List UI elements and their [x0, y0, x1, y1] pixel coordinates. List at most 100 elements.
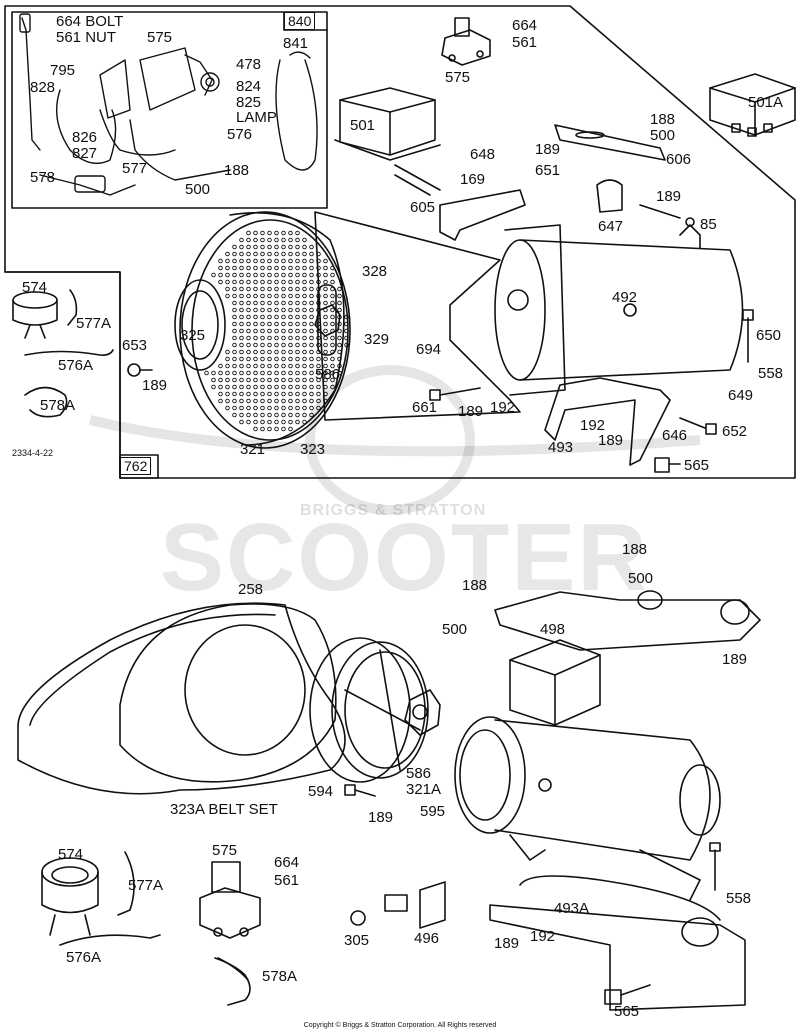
callout-605: 605 [410, 199, 436, 216]
callout-576a-top: 576A [58, 357, 94, 374]
callout-664-bolt: 664 BOLT [56, 13, 124, 30]
callout-646: 646 [662, 427, 688, 444]
callout-653: 653 [122, 337, 148, 354]
callout-574-top: 574 [22, 279, 48, 296]
meter-574-bottom [41, 857, 99, 936]
callout-694: 694 [416, 341, 442, 358]
callout-648: 648 [470, 146, 496, 163]
callout-651: 651 [535, 162, 561, 179]
callout-189-bottom-c: 189 [494, 935, 520, 952]
callout-561-nut: 561 NUT [56, 29, 117, 46]
callout-329: 329 [364, 331, 390, 348]
callout-825: 825 [236, 94, 262, 111]
callout-661: 661 [412, 399, 438, 416]
meter-box-outline [4, 271, 121, 479]
callout-500-inset: 500 [185, 181, 211, 198]
callout-586-bottom: 586 [406, 765, 432, 782]
callout-841: 841 [283, 35, 309, 52]
callout-795: 795 [50, 62, 76, 79]
generator-595 [454, 716, 721, 901]
belt-guard-258 [119, 603, 337, 783]
switch-575-bottom [199, 861, 261, 939]
callout-594: 594 [308, 783, 334, 800]
watermark-text: SCOOTER [160, 504, 649, 611]
callout-328: 328 [362, 263, 388, 280]
callout-lamp: LAMP [236, 109, 277, 126]
callout-188-left: 188 [462, 577, 488, 594]
callout-321: 321 [240, 441, 266, 458]
callout-498: 498 [540, 621, 566, 638]
callout-826: 826 [72, 129, 98, 146]
callout-188: 188 [650, 111, 676, 128]
regulator-501 [334, 87, 441, 196]
callout-578a-bottom: 578A [262, 968, 298, 985]
callout-824: 824 [236, 78, 262, 95]
callout-493: 493 [548, 439, 574, 456]
callout-578: 578 [30, 169, 56, 186]
shroud-328 [314, 211, 521, 421]
callout-575-bottom: 575 [212, 842, 238, 859]
callout-558-bottom: 558 [726, 890, 752, 907]
callout-500: 500 [650, 127, 676, 144]
callout-192-b: 192 [580, 417, 606, 434]
callout-85: 85 [700, 216, 717, 233]
bracket-606 [554, 124, 666, 161]
bracket-646 [544, 377, 671, 466]
clip-496 [419, 881, 446, 929]
callout-189-b: 189 [656, 188, 682, 205]
callout-647: 647 [598, 218, 624, 235]
bracket-605 [439, 189, 526, 241]
callout-595: 595 [420, 803, 446, 820]
callout-189-bottom-a: 189 [722, 651, 748, 668]
callout-189-d: 189 [458, 403, 484, 420]
callout-189-bottom-b: 189 [368, 809, 394, 826]
callout-501a: 501A [748, 94, 784, 111]
callout-561-bottom: 561 [274, 872, 300, 889]
callout-576: 576 [227, 126, 253, 143]
callout-493a: 493A [554, 900, 590, 917]
callout-305: 305 [344, 932, 370, 949]
callout-650: 650 [756, 327, 782, 344]
callout-323: 323 [300, 441, 326, 458]
switch-575-top [441, 17, 491, 66]
callout-478: 478 [236, 56, 262, 73]
callout-828: 828 [30, 79, 56, 96]
callout-188-right: 188 [622, 541, 648, 558]
callout-652: 652 [722, 423, 748, 440]
callout-500-right: 500 [628, 570, 654, 587]
flywheel-screen-325 [174, 211, 351, 449]
callout-574-bottom: 574 [58, 846, 84, 863]
inset-box-840 [11, 11, 328, 209]
callout-664: 664 [512, 17, 538, 34]
callout-575-top: 575 [445, 69, 471, 86]
callout-192-bottom: 192 [530, 928, 556, 945]
callout-501: 501 [350, 117, 376, 134]
callout-578a-top: 578A [40, 397, 76, 414]
nut-586-bottom [404, 689, 441, 736]
callout-664-bottom: 664 [274, 854, 300, 871]
callout-577: 577 [122, 160, 148, 177]
belt-set-323a [17, 602, 346, 795]
callout-561: 561 [512, 34, 538, 51]
callout-189-a: 189 [535, 141, 561, 158]
callout-189-c: 189 [142, 377, 168, 394]
callout-496: 496 [414, 930, 440, 947]
regulator-bottom [509, 639, 601, 726]
callout-500-left: 500 [442, 621, 468, 638]
callout-577a-bottom: 577A [128, 877, 164, 894]
callout-321a: 321A [406, 781, 442, 798]
generator-492 [494, 224, 744, 396]
inset-wiring [19, 13, 318, 196]
watermark-subtext: BRIGGS & STRATTON [300, 502, 487, 519]
callout-323a-belt-set: 323A BELT SET [170, 801, 278, 818]
regulator-501a [709, 73, 796, 137]
callout-189-e: 189 [598, 432, 624, 449]
drawing-number: 2334-4-22 [12, 448, 54, 458]
copyright-notice: Copyright © Briggs & Stratton Corporatio… [303, 1022, 497, 1029]
callout-576a-bottom: 576A [66, 949, 102, 966]
callout-169: 169 [460, 171, 486, 188]
callout-258: 258 [238, 581, 264, 598]
callout-606: 606 [666, 151, 692, 168]
